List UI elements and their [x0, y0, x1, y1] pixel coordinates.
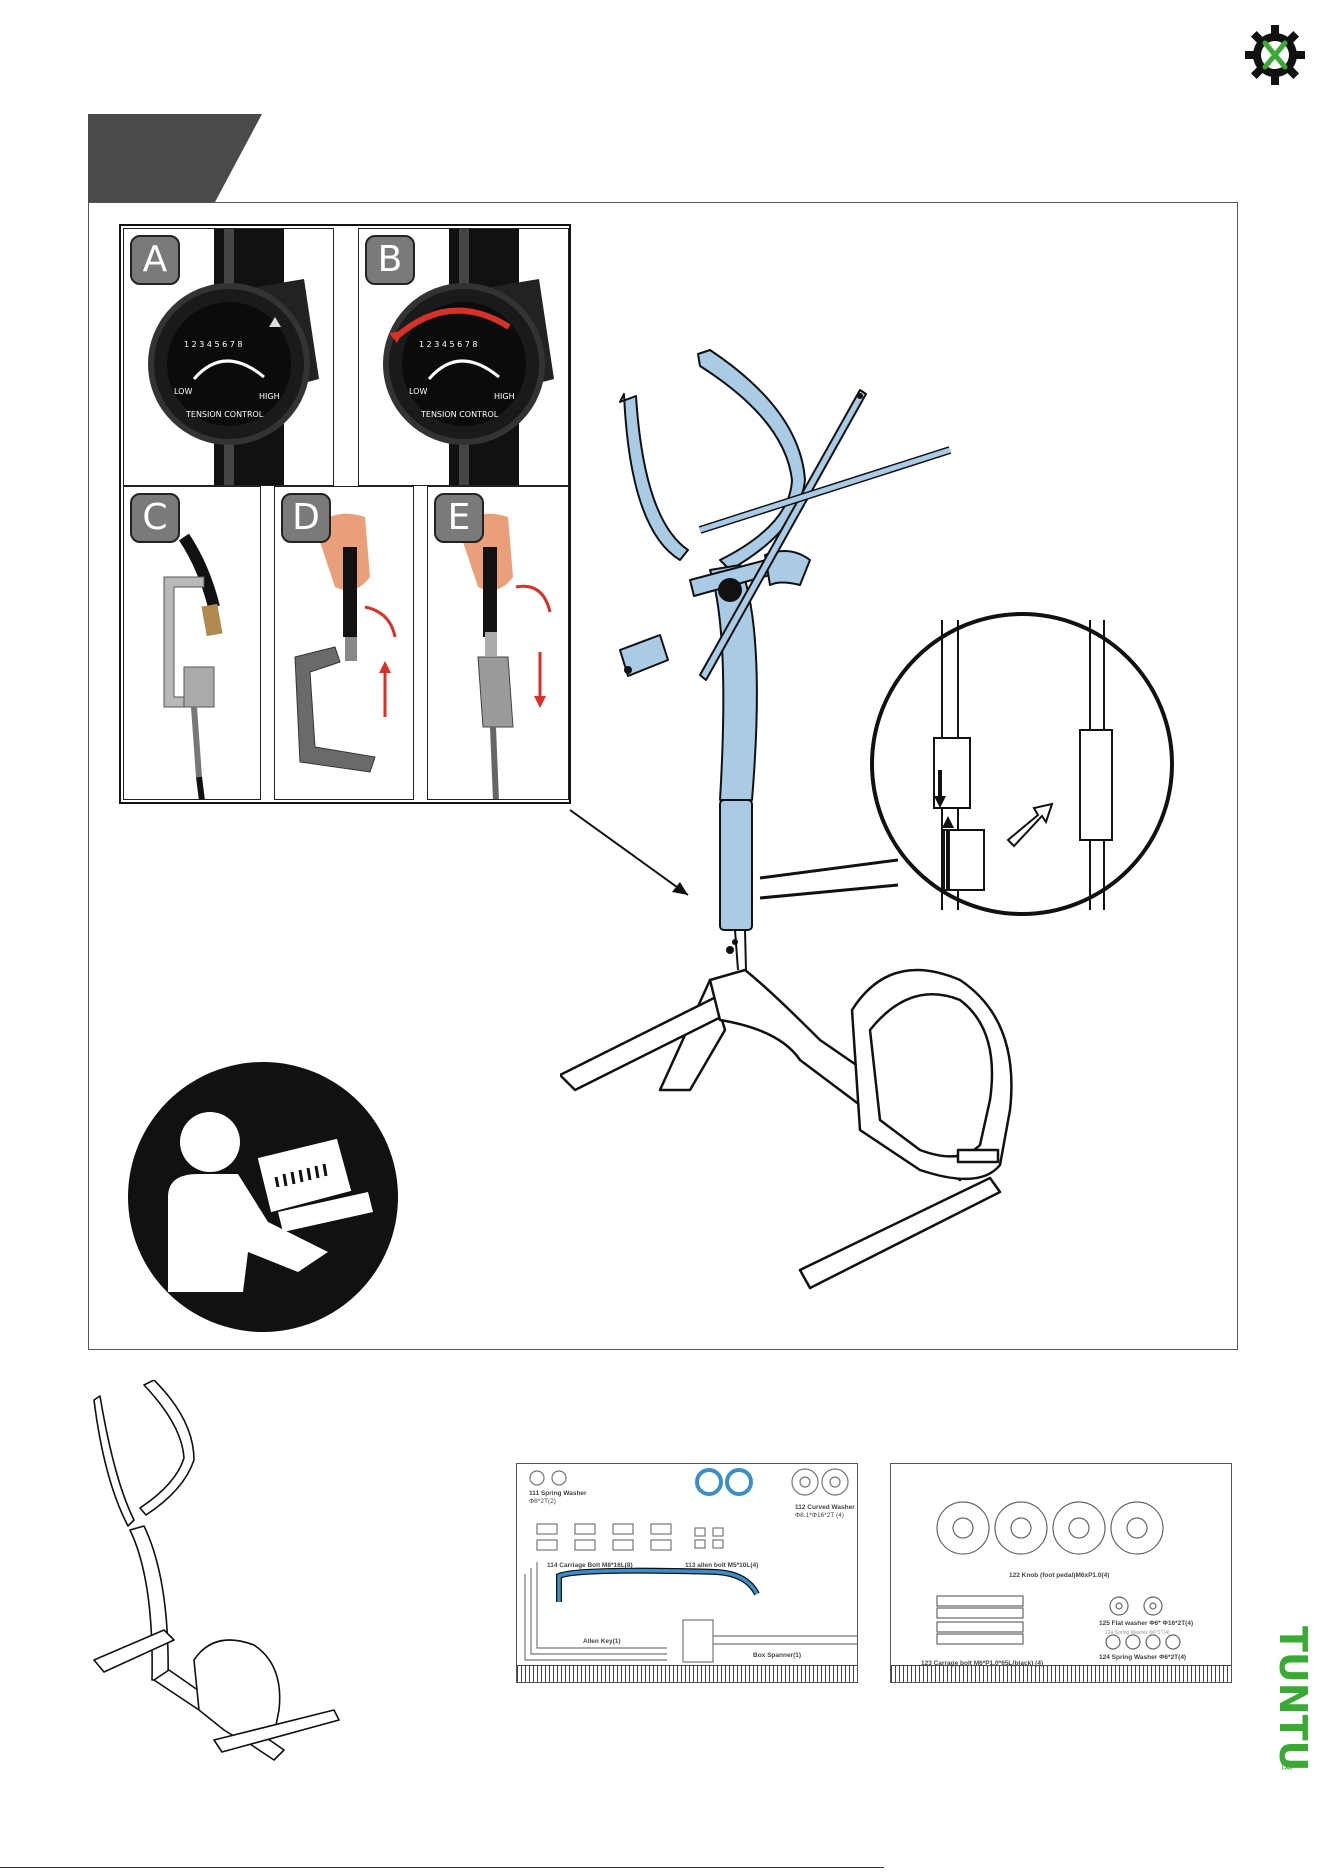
bike-overview-illustration	[93, 1380, 340, 1761]
part-112-spec: Φ8.1*Φ16*2T (4)	[795, 1512, 844, 1519]
photo-grid: A 1 2 3 4 5 6 7 8 LOW HIGH TENSION CONTR…	[119, 224, 571, 804]
part-111-label: 111 Spring Washer	[529, 1490, 587, 1497]
panel-d: D	[274, 486, 414, 800]
part-113-label: 113 allen bolt M5*10L(4)	[685, 1562, 759, 1569]
registered-mark: ®	[1278, 1760, 1294, 1770]
allen-key-label: Allen Key(1)	[583, 1638, 621, 1645]
tension-knob-photo-b: 1 2 3 4 5 6 7 8 LOW HIGH TENSION CONTROL	[383, 229, 554, 485]
panel-b-badge: B	[365, 235, 415, 285]
part-112-label: 112 Curved Washer	[795, 1504, 855, 1511]
panel-b: B 1 2 3 4 5 6 7 8 LOW HIGH TENSION CONTR…	[358, 228, 569, 486]
part-122-label: 122 Knob (foot pedal)M6xP1.0(4)	[1009, 1572, 1110, 1579]
dial-caption: TENSION CONTROL	[185, 410, 264, 419]
part-114-label: 114 Carriage Bolt M8*16L(8)	[547, 1562, 633, 1569]
panel-c: C	[123, 486, 261, 800]
service-gear-wrench-icon	[1245, 25, 1305, 85]
part-125-label: 125 Flat washer Φ6* Φ16*2T(4)	[1099, 1620, 1194, 1627]
step-frame	[88, 202, 1238, 1350]
part-124-label: 124 Spring Washer Φ6*2T(4)	[1099, 1654, 1187, 1661]
part-124-small-label: 124 Spring Washer Φ6*2T(4)	[1105, 1630, 1170, 1636]
parts-right-drawing	[936, 1501, 1181, 1650]
tunturi-wordmark: TUNTURI	[1271, 1626, 1315, 1770]
footer-rule	[0, 1867, 884, 1868]
cable-connector-photo-c	[163, 533, 223, 799]
box-spanner-label: Box Spanner(1)	[753, 1652, 802, 1659]
dial-numbers: 1 2 3 4 5 6 7 8	[184, 340, 243, 349]
tension-knob-photo-a: 1 2 3 4 5 6 7 8 LOW HIGH TENSION CONTROL	[148, 229, 319, 485]
panel-a-badge: A	[130, 235, 180, 285]
parts-box-left: 111 Spring Washer Φ8*2T(2) 112 Curved Wa…	[516, 1463, 858, 1683]
step-tab	[88, 114, 262, 202]
assembly-illustration	[560, 349, 1174, 1290]
panel-d-badge: D	[281, 493, 331, 543]
dial-high: HIGH	[259, 392, 280, 401]
parts-left-drawing	[524, 1468, 857, 1663]
panel-c-badge: C	[130, 493, 180, 543]
panel-a: A 1 2 3 4 5 6 7 8 LOW HIGH TENSION CONTR…	[123, 228, 334, 486]
connector-detail-icon	[870, 612, 1174, 916]
tunturi-logo: TUNTURI ®	[1271, 1626, 1315, 1770]
ruler-right	[891, 1665, 1231, 1682]
part-123-label: 123 Carrage bolt M6*P1.0*65L(black) (4)	[921, 1660, 1044, 1667]
dial-high-b: HIGH	[494, 392, 515, 401]
dial-caption-b: TENSION CONTROL	[420, 410, 499, 419]
panel-e-badge: E	[434, 493, 484, 543]
read-manual-icon	[128, 1062, 398, 1332]
panel-e: E	[427, 486, 569, 800]
dial-numbers-b: 1 2 3 4 5 6 7 8	[419, 340, 478, 349]
dial-low-b: LOW	[409, 387, 427, 396]
dial-low: LOW	[174, 387, 192, 396]
ruler-left	[517, 1665, 857, 1682]
part-111-spec: Φ8*2T(2)	[529, 1498, 556, 1505]
parts-box-right: 122 Knob (foot pedal)M6xP1.0(4) 125 Flat…	[890, 1463, 1232, 1683]
